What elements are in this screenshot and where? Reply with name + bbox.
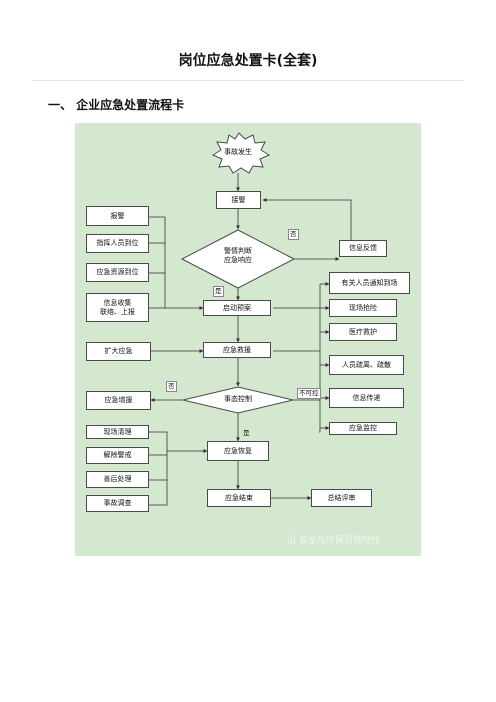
recovery-box: 应急恢复: [207, 441, 269, 461]
rescue-box: 应急救援: [203, 342, 271, 358]
document-title: 岗位应急处置卡(全套): [178, 53, 318, 69]
summary-box: 总结评审: [311, 489, 372, 507]
right-action-item: 有关人员通知到场: [329, 272, 410, 294]
no-label: 否: [288, 229, 299, 240]
left-bottom-item: 解除警戒: [86, 447, 149, 464]
emergency-flowchart: 事故发生 接警 警情判断 应急响应 信息反馈 启动预案 应急救援 事态控制 应急…: [75, 123, 421, 556]
left-bottom-item: 现场清理: [86, 425, 149, 439]
left-top-item: 指挥人员到位: [86, 234, 149, 253]
alarm-box: 接警: [216, 191, 261, 209]
end-box: 应急结束: [207, 489, 271, 507]
yes-label: 是: [213, 286, 224, 297]
watermark: 山 安全与环保引领时代: [287, 536, 380, 546]
expand-box: 扩大应急: [86, 342, 151, 361]
uncontrollable-label: 不可控: [297, 388, 321, 399]
section-heading: 一、 企业应急处置流程卡: [48, 98, 185, 112]
info-feedback-box: 信息反馈: [339, 240, 387, 257]
flowchart-connectors: [149, 132, 352, 506]
start-burst-shape: [211, 132, 271, 174]
control-label: 事态控制: [224, 395, 252, 403]
right-action-item: 现场抢险: [329, 299, 397, 317]
left-top-item: 信息收集 联络、上报: [86, 293, 149, 322]
right-action-item: 信息传递: [329, 388, 404, 408]
right-action-item: 应急监控: [329, 422, 397, 435]
yes-label: 是: [243, 429, 250, 437]
activate-plan-box: 启动预案: [203, 300, 271, 316]
judge-label: 警情判断 应急响应: [224, 247, 252, 265]
right-action-item: 人员疏离、疏散: [329, 355, 404, 375]
left-top-item: 应急资源到位: [86, 263, 149, 282]
left-top-item: 报警: [86, 206, 149, 226]
left-bottom-item: 善后处理: [86, 471, 149, 488]
title-divider: [32, 80, 464, 81]
right-action-item: 医疗救护: [329, 323, 397, 341]
left-bottom-item: 事故调查: [86, 495, 149, 512]
start-label: 事故发生: [224, 148, 252, 156]
no-label: 否: [166, 381, 177, 392]
reinforce-box: 应急增援: [86, 391, 151, 410]
